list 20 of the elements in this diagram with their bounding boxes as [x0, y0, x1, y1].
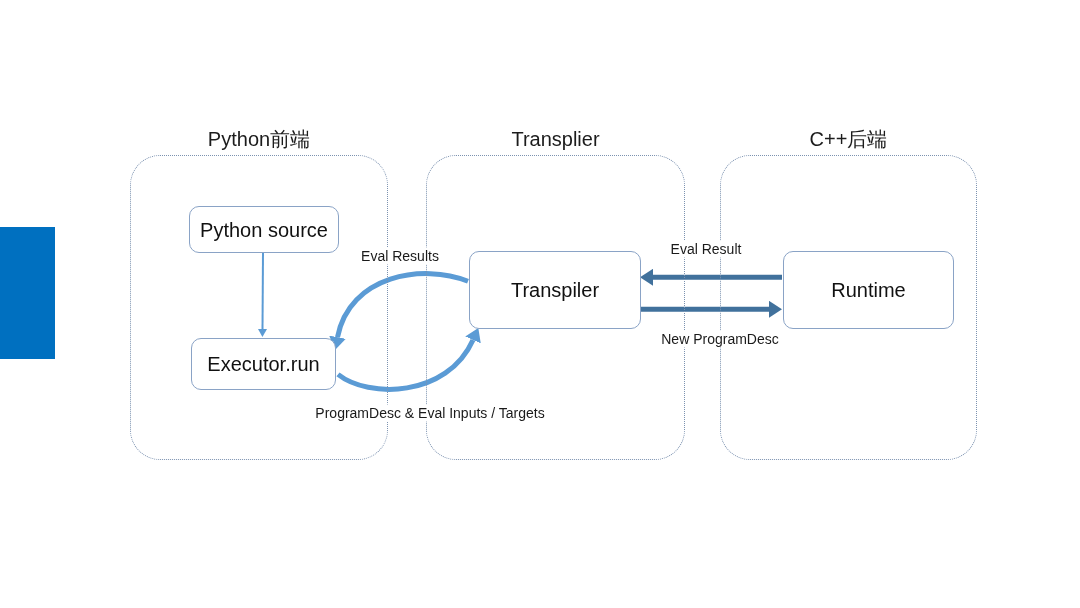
group-heading: Transplier: [511, 127, 600, 151]
box-label: Executor.run: [207, 352, 320, 376]
box-label: Runtime: [831, 278, 906, 302]
curved-arrow: [329, 271, 469, 350]
box-label: Transpiler: [510, 278, 600, 302]
process-box: [191, 338, 336, 390]
group-heading: C++后端: [809, 127, 888, 151]
process-box: [189, 206, 339, 253]
curved-arrow: [336, 328, 481, 392]
process-box: [783, 251, 954, 329]
edge-label: Eval Results: [359, 247, 441, 265]
edge-label: Eval Result: [668, 240, 744, 258]
process-box: [469, 251, 641, 329]
edge-label: New ProgramDesc: [659, 330, 781, 348]
arrow: [640, 268, 782, 286]
arrow: [258, 251, 267, 337]
group-heading: Python前端: [207, 127, 311, 151]
box-label: Python source: [200, 217, 328, 242]
edge-label: ProgramDesc & Eval Inputs / Targets: [313, 404, 547, 422]
arrow: [640, 300, 782, 318]
